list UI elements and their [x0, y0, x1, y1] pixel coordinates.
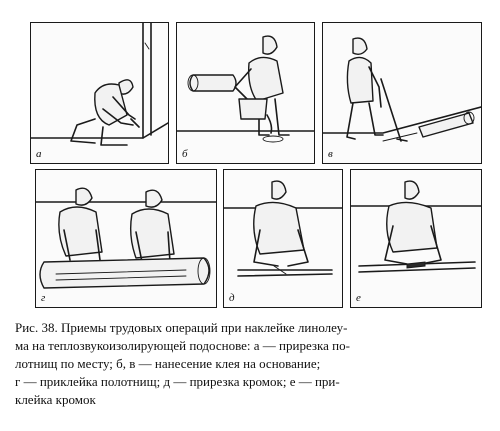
figure-caption: Рис. 38. Приемы трудовых операций при на…: [15, 319, 485, 409]
panel-d: д: [223, 169, 343, 308]
illustration-trimming-edges: [224, 180, 342, 277]
panel-v: в: [322, 22, 482, 164]
panel-g: г: [35, 169, 217, 308]
illustration-gluing-edges: [351, 180, 481, 273]
panel-label-g: г: [41, 292, 46, 304]
panel-label-a: а: [36, 148, 42, 160]
caption-line: Рис. 38. Приемы трудовых операций при на…: [15, 320, 348, 335]
illustration-spreading-glue: [323, 37, 481, 142]
panel-label-d: д: [229, 292, 235, 304]
illustration-gluing-sheets: [36, 187, 216, 289]
caption-line: ма на теплозвукоизолирующей подоснове: а…: [15, 338, 350, 353]
panel-a: а: [30, 22, 169, 164]
illustration-cutting-sheet: [31, 23, 168, 146]
panel-e: е: [350, 169, 482, 308]
caption-line: лотнищ по месту; б, в — нанесение клея н…: [15, 356, 321, 371]
caption-line: г — приклейка полотнищ; д — прирезка кро…: [15, 374, 340, 389]
panel-label-b: б: [182, 148, 188, 160]
panel-label-e: е: [356, 292, 361, 304]
illustration-pouring-glue: [177, 35, 314, 143]
panel-label-v: в: [328, 148, 333, 160]
caption-line: клейка кромок: [15, 392, 96, 407]
panel-b: б: [176, 22, 315, 164]
